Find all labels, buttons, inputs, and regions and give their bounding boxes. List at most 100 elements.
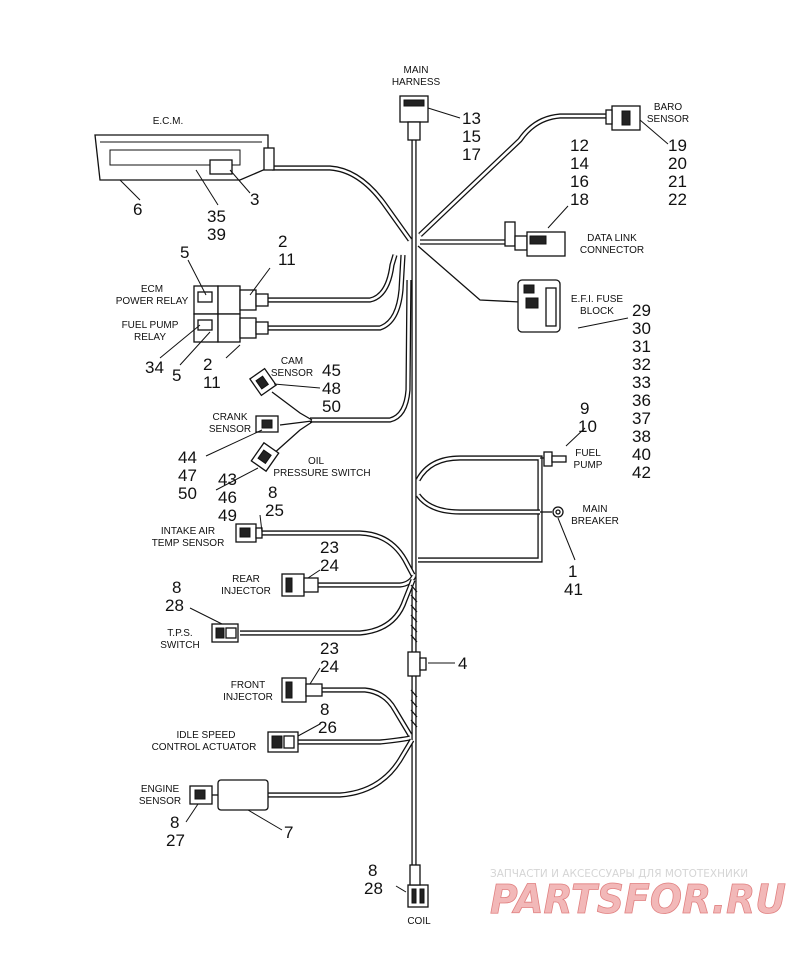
callout-harness-clip: 4	[458, 654, 467, 673]
callout-oil-1: 43	[218, 470, 237, 489]
main-breaker-terminal	[552, 506, 564, 518]
baro-sensor-label-2: SENSOR	[647, 114, 689, 125]
main-harness-label-2: HARNESS	[392, 77, 441, 88]
callout-engine-sensor-2: 27	[166, 831, 185, 850]
callout-main-harness-2: 15	[462, 127, 481, 146]
fuel-pump-relay-part	[193, 313, 269, 343]
callout-ecm-bracket: 3	[250, 190, 259, 209]
coil-connector-part	[407, 864, 429, 908]
watermark-tagline: ЗАПЧАСТИ И АКСЕССУАРЫ ДЛЯ МОТОТЕХНИКИ	[490, 868, 748, 880]
main-breaker-label-2: BREAKER	[571, 516, 619, 527]
data-link-connector-part	[504, 221, 566, 257]
callout-front-injector-1: 23	[320, 639, 339, 658]
callout-crank-2: 47	[178, 466, 197, 485]
data-link-label-1: DATA LINK	[587, 233, 637, 244]
callout-cam-2: 48	[322, 379, 341, 398]
callout-fuel-pump-2: 10	[578, 417, 597, 436]
idle-speed-label-2: CONTROL ACTUATOR	[152, 742, 257, 753]
callout-cam-1: 45	[322, 361, 341, 380]
callout-engine-sensor-body: 7	[284, 823, 293, 842]
callout-efi-7: 37	[632, 409, 651, 428]
callout-relay-bottom-right-2: 11	[203, 373, 221, 392]
efi-fuse-block-label-2: BLOCK	[580, 306, 614, 317]
coil-label: COIL	[407, 916, 431, 927]
callout-efi-5: 33	[632, 373, 651, 392]
front-injector-part	[281, 677, 323, 703]
callout-main-harness-3: 17	[462, 145, 481, 164]
callout-data-link-3: 16	[570, 172, 589, 191]
harness-wires	[212, 113, 612, 865]
callout-relay-bottom-right-1: 2	[203, 355, 212, 374]
ecm-power-relay-label-1: ECM	[141, 284, 163, 295]
callout-cam-3: 50	[322, 397, 341, 416]
fuel-pump-label-2: PUMP	[574, 460, 603, 471]
data-link-label-2: CONNECTOR	[580, 245, 644, 256]
idle-speed-label-1: IDLE SPEED	[177, 730, 236, 741]
callout-crank-1: 44	[178, 448, 197, 467]
efi-fuse-block-part	[517, 279, 561, 333]
component-labels: MAIN HARNESS BARO SENSOR E.C.M. DATA LIN…	[116, 65, 689, 927]
cam-sensor-part	[248, 367, 278, 397]
callout-tps-1: 8	[172, 578, 181, 597]
leader-lines	[119, 107, 669, 893]
callout-efi-4: 32	[632, 355, 651, 374]
callout-main-harness-1: 13	[462, 109, 481, 128]
callout-relay-top-right-2: 11	[278, 250, 296, 269]
callout-ecm-connector-1: 35	[207, 207, 226, 226]
cam-sensor-label-1: CAM	[281, 356, 303, 367]
callout-efi-10: 42	[632, 463, 651, 482]
callout-numbers: 13 15 17 19 20 21 22 12 14 16 18 6 3 35 …	[133, 109, 687, 898]
callout-idle-speed-2: 26	[318, 718, 337, 737]
crank-sensor-label-2: SENSOR	[209, 424, 251, 435]
efi-fuse-block-label-1: E.F.I. FUSE	[571, 294, 624, 305]
callout-data-link-1: 12	[570, 136, 589, 155]
ecm-power-relay-part	[193, 285, 269, 315]
callout-data-link-4: 18	[570, 190, 589, 209]
callout-front-injector-2: 24	[320, 657, 339, 676]
engine-sensor-label-2: SENSOR	[139, 796, 181, 807]
callout-oil-3: 49	[218, 506, 237, 525]
rear-injector-part	[281, 573, 319, 597]
callout-rear-injector-1: 23	[320, 538, 339, 557]
callout-relay-bottom-mid: 5	[172, 366, 181, 385]
callout-efi-2: 30	[632, 319, 651, 338]
crank-sensor-part	[255, 415, 279, 433]
main-harness-connector	[399, 95, 429, 141]
callout-main-breaker-1: 1	[568, 562, 577, 581]
main-harness-label-1: MAIN	[404, 65, 429, 76]
fuel-pump-relay-label-1: FUEL PUMP	[122, 320, 179, 331]
callout-rear-injector-2: 24	[320, 556, 339, 575]
callout-main-breaker-2: 41	[564, 580, 583, 599]
fuel-pump-label-1: FUEL	[575, 448, 601, 459]
cam-sensor-label-2: SENSOR	[271, 368, 313, 379]
harness-clip-part	[407, 651, 427, 677]
intake-air-temp-label-2: TEMP SENSOR	[152, 538, 225, 549]
callout-relay-bottom-left: 34	[145, 358, 164, 377]
callout-efi-3: 31	[632, 337, 651, 356]
callout-relay-top-right-1: 2	[278, 232, 287, 251]
front-injector-label-1: FRONT	[231, 680, 265, 691]
idle-speed-actuator-part	[267, 731, 299, 753]
engine-sensor-label-1: ENGINE	[141, 784, 180, 795]
callout-oil-2: 46	[218, 488, 237, 507]
crank-sensor-label-1: CRANK	[212, 412, 247, 423]
callout-coil-2: 28	[364, 879, 383, 898]
oil-pressure-switch-label-1: OIL	[308, 456, 325, 467]
fuel-pump-relay-label-2: RELAY	[134, 332, 166, 343]
callout-iat-1: 8	[268, 483, 277, 502]
main-breaker-label-1: MAIN	[583, 504, 608, 515]
rear-injector-label-1: REAR	[232, 574, 260, 585]
callout-fuel-pump-1: 9	[580, 399, 589, 418]
callout-baro-3: 21	[668, 172, 687, 191]
callout-baro-2: 20	[668, 154, 687, 173]
callout-crank-3: 50	[178, 484, 197, 503]
callout-efi-8: 38	[632, 427, 651, 446]
rear-injector-label-2: INJECTOR	[221, 586, 271, 597]
callout-efi-9: 40	[632, 445, 651, 464]
tps-switch-label-1: T.P.S.	[167, 628, 192, 639]
watermark: ЗАПЧАСТИ И АКСЕССУАРЫ ДЛЯ МОТОТЕХНИКИ PA…	[490, 868, 787, 923]
callout-ecm-housing: 6	[133, 200, 142, 219]
engine-sensor-part	[189, 779, 269, 811]
fuel-pump-connector-part	[543, 451, 567, 467]
